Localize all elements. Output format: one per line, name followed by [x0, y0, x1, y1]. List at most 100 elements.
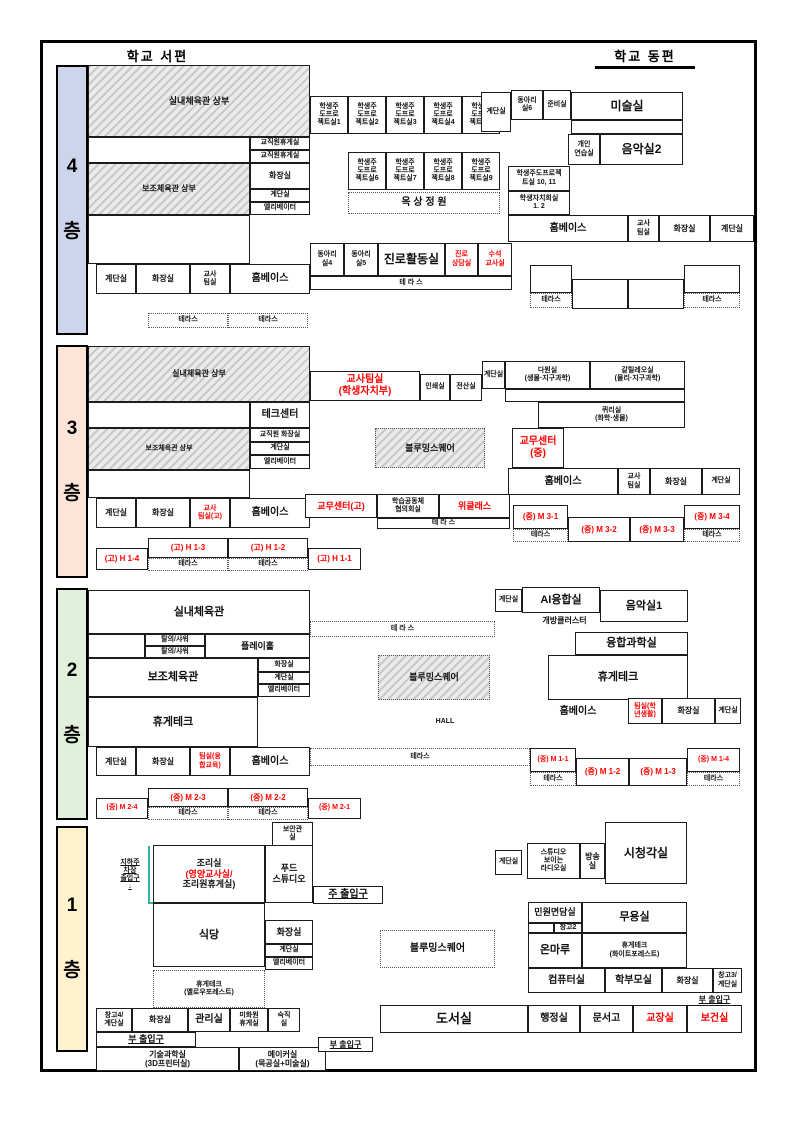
room: 융합과학실: [575, 632, 688, 655]
room: 계단실: [96, 498, 136, 528]
room: 계단실: [710, 215, 754, 242]
room: 화장실: [265, 920, 313, 944]
room: 팀실(융 합교육): [190, 747, 230, 776]
room: 화장실: [136, 747, 190, 776]
room: (중) M 3-4: [684, 505, 740, 529]
room: 진로 상담실: [445, 243, 478, 276]
room: 보조체육관 상부: [88, 163, 250, 215]
room: 테라스: [148, 807, 228, 820]
room: 홈베이스: [230, 747, 310, 776]
room: 계단실: [96, 747, 136, 776]
room: (중) M 2-3: [148, 788, 228, 807]
room: 화장실: [136, 264, 190, 294]
room: 계단실: [250, 189, 310, 202]
room: 테라스: [228, 807, 308, 820]
room: 계단실: [96, 264, 136, 294]
room: 홈베이스: [559, 706, 597, 718]
room: AI융합실: [522, 587, 600, 613]
room-label-part: 조리원휴게실): [182, 879, 236, 890]
room: 계단실: [481, 92, 511, 132]
room: 화장실: [258, 658, 310, 672]
room: [684, 265, 740, 293]
room: 휴게테크: [88, 697, 258, 747]
room: 홈베이스: [508, 468, 618, 495]
room: 엘리베이터: [250, 202, 310, 215]
room: 테라스: [228, 558, 308, 571]
room: 학생주 도프로 젝트실9: [462, 152, 500, 190]
room: (고) H 1-2: [228, 538, 308, 558]
room: 창고4/ 계단실: [96, 1008, 132, 1032]
room: (중) M 3-2: [568, 517, 630, 542]
room: 테라스: [530, 293, 572, 308]
room: [571, 120, 683, 134]
room: 준비실: [543, 90, 571, 120]
room: 음악실2: [600, 134, 683, 165]
floor-band-1f: 1 층: [56, 826, 88, 1052]
room: [88, 402, 250, 428]
room: [88, 470, 250, 498]
room: 수석 교사실: [478, 243, 512, 276]
room: 동아리 실5: [344, 243, 378, 276]
room: 부 출입구: [698, 994, 731, 1004]
room: 블루밍스퀘어: [380, 930, 495, 968]
room: 동아리 실6: [511, 90, 543, 120]
room: 학습공동체 협의회실: [377, 494, 439, 518]
room: 테라스: [148, 558, 228, 571]
room: 교사 팀실: [618, 468, 650, 495]
floor-band-3f: 3 층: [56, 345, 88, 578]
room: (중) M 1-3: [629, 758, 687, 786]
room: 다원실 (생물·지구과학): [505, 361, 590, 389]
room: HALL: [435, 717, 455, 725]
room: [88, 634, 145, 658]
room: 계단실: [265, 944, 313, 957]
room: 화장실: [650, 468, 702, 495]
room: 메이커실 (목공실+미술실): [239, 1047, 326, 1071]
room: 계단실: [258, 672, 310, 684]
room-label-part: (영양교사실/: [185, 868, 233, 879]
room: 테라스: [684, 293, 740, 308]
floor-band-2f: 2 층: [56, 588, 88, 820]
room: 학생주 도프로 젝트실1: [310, 96, 348, 134]
room: 테라스: [684, 529, 740, 542]
room: 미술실: [571, 92, 683, 120]
room: 계단실: [495, 589, 522, 612]
room: 테 라 스: [310, 276, 512, 290]
room: 조리실(영양교사실/조리원휴게실): [153, 845, 265, 903]
room: 홈베이스: [508, 215, 628, 242]
room: 실내체육관 상부: [88, 65, 310, 137]
room: 교사팀실 (학생자치부): [310, 371, 420, 401]
room: 테라스: [310, 748, 530, 766]
room: 계단실: [482, 361, 505, 389]
room: 휴게테크: [548, 655, 688, 700]
room: 블루밍스퀘어: [375, 428, 485, 468]
room: 테크센터: [250, 402, 310, 428]
room: 화장실: [250, 163, 310, 189]
room: 부 출입구: [318, 1037, 373, 1052]
room: 컴퓨터실: [528, 968, 605, 993]
room: 교직원휴게실: [250, 150, 310, 163]
room: 화장실: [659, 215, 710, 242]
room: 무용실: [582, 902, 687, 933]
room: 학생주도프로젝 트실 10, 11: [508, 166, 570, 191]
room: 교직원 화장실: [250, 428, 310, 442]
header-east: 학교 동편: [595, 46, 695, 69]
room: 보건실: [687, 1005, 742, 1033]
room: 탈의/샤워: [145, 634, 205, 646]
room: 학생주 도프로 젝트실8: [424, 152, 462, 190]
floor-band-4f: 4 층: [56, 65, 88, 335]
room: 시청각실: [605, 822, 687, 884]
room: (중) M 1-4: [687, 748, 740, 772]
room: 보안관 실: [272, 822, 313, 846]
room: 스튜디오 보이는 라디오실: [527, 843, 580, 879]
room: 화장실: [662, 698, 715, 724]
room: 엘리베이터: [258, 684, 310, 697]
room: 탈의/샤워: [145, 646, 205, 658]
parking-entrance-bracket: [148, 846, 153, 904]
room: 학생자치회실 1. 2: [508, 191, 570, 215]
room: 부 출입구: [96, 1032, 196, 1047]
room: 교직원휴게실: [250, 137, 310, 150]
room: 온마루: [528, 933, 582, 968]
room: 지하주 차장 출입구 ↓: [120, 858, 140, 891]
room: 화장실: [132, 1008, 188, 1032]
room: 블루밍스퀘어: [378, 655, 490, 700]
